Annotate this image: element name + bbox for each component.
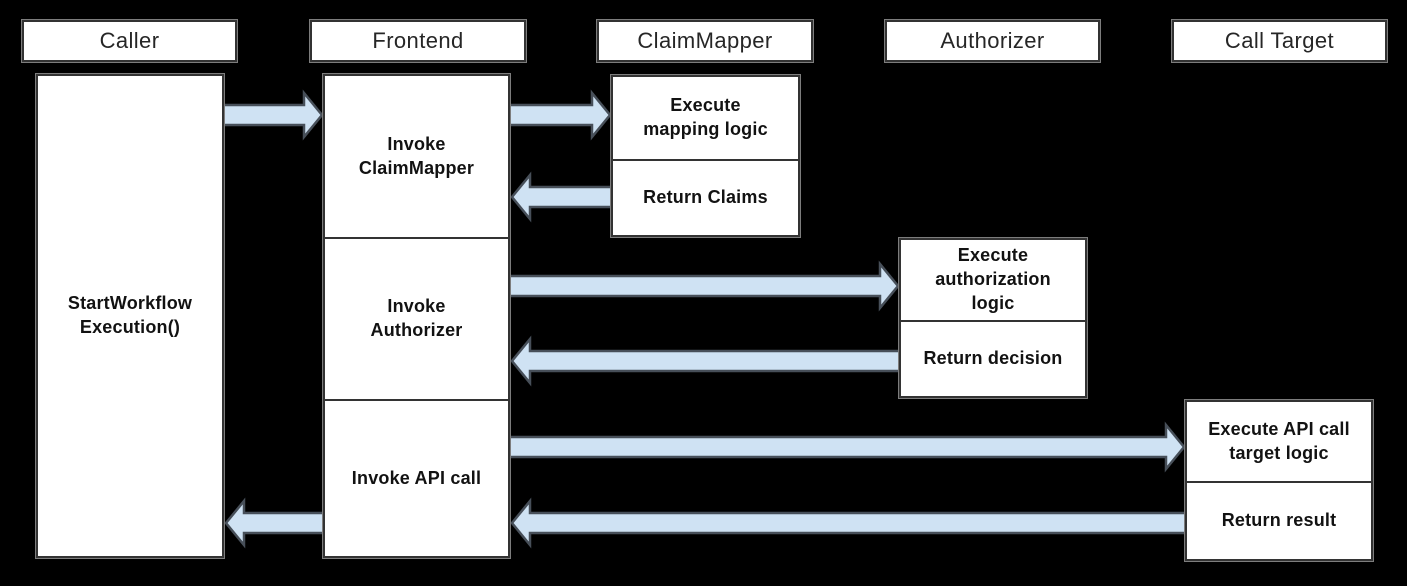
segment-invoke-authorizer: Invoke Authorizer bbox=[325, 237, 508, 399]
segment-return-result: Return result bbox=[1187, 481, 1371, 559]
segment-label: Execute mapping logic bbox=[643, 95, 768, 139]
lane-header-caller-label: Caller bbox=[99, 28, 160, 53]
segment-execute-authorization-logic: Execute authorization logic bbox=[901, 240, 1085, 320]
segment-label: Return Claims bbox=[643, 187, 768, 208]
segment-label: Execute authorization logic bbox=[935, 245, 1051, 313]
lane-header-frontend-label: Frontend bbox=[372, 28, 464, 53]
segment-startworkflow-execution: StartWorkflow Execution() bbox=[38, 76, 222, 556]
arrow-frontend-to-claimmapper bbox=[502, 89, 612, 141]
lane-header-authorizer: Authorizer bbox=[884, 19, 1101, 63]
lane-header-claimmapper-label: ClaimMapper bbox=[637, 28, 773, 53]
segment-label: StartWorkflow Execution() bbox=[67, 293, 193, 337]
lane-header-claimmapper: ClaimMapper bbox=[596, 19, 814, 63]
arrow-caller-to-frontend bbox=[216, 89, 324, 141]
lane-header-authorizer-label: Authorizer bbox=[940, 28, 1045, 53]
lane-header-frontend: Frontend bbox=[309, 19, 527, 63]
arrow-frontend-to-authorizer bbox=[502, 260, 900, 312]
activation-claimmapper: Execute mapping logic Return Claims bbox=[610, 74, 801, 238]
segment-label: Execute API call target logic bbox=[1208, 418, 1350, 463]
activation-calltarget: Execute API call target logic Return res… bbox=[1184, 399, 1374, 562]
arrow-frontend-to-calltarget bbox=[502, 421, 1186, 473]
segment-label: Invoke API call bbox=[351, 467, 482, 488]
arrow-frontend-to-caller bbox=[224, 497, 331, 549]
segment-label: Return result bbox=[1221, 510, 1337, 531]
arrow-claimmapper-to-frontend bbox=[510, 171, 619, 223]
activation-frontend: Invoke ClaimMapper Invoke Authorizer Inv… bbox=[322, 73, 511, 559]
segment-label: Return decision bbox=[923, 348, 1063, 369]
segment-invoke-api-call: Invoke API call bbox=[325, 399, 508, 556]
segment-return-claims: Return Claims bbox=[613, 159, 798, 235]
segment-label: Invoke Authorizer bbox=[370, 296, 463, 340]
arrow-authorizer-to-frontend bbox=[510, 335, 907, 387]
segment-execute-api-call-target-logic: Execute API call target logic bbox=[1187, 402, 1371, 481]
segment-return-decision: Return decision bbox=[901, 320, 1085, 396]
arrow-calltarget-to-frontend bbox=[510, 497, 1193, 549]
segment-execute-mapping-logic: Execute mapping logic bbox=[613, 77, 798, 159]
lane-header-caller: Caller bbox=[21, 19, 238, 63]
activation-caller: StartWorkflow Execution() bbox=[35, 73, 225, 559]
lane-header-calltarget: Call Target bbox=[1171, 19, 1388, 63]
lane-header-calltarget-label: Call Target bbox=[1224, 28, 1335, 53]
activation-authorizer: Execute authorization logic Return decis… bbox=[898, 237, 1088, 399]
segment-invoke-claimmapper: Invoke ClaimMapper bbox=[325, 76, 508, 237]
segment-label: Invoke ClaimMapper bbox=[358, 133, 475, 178]
